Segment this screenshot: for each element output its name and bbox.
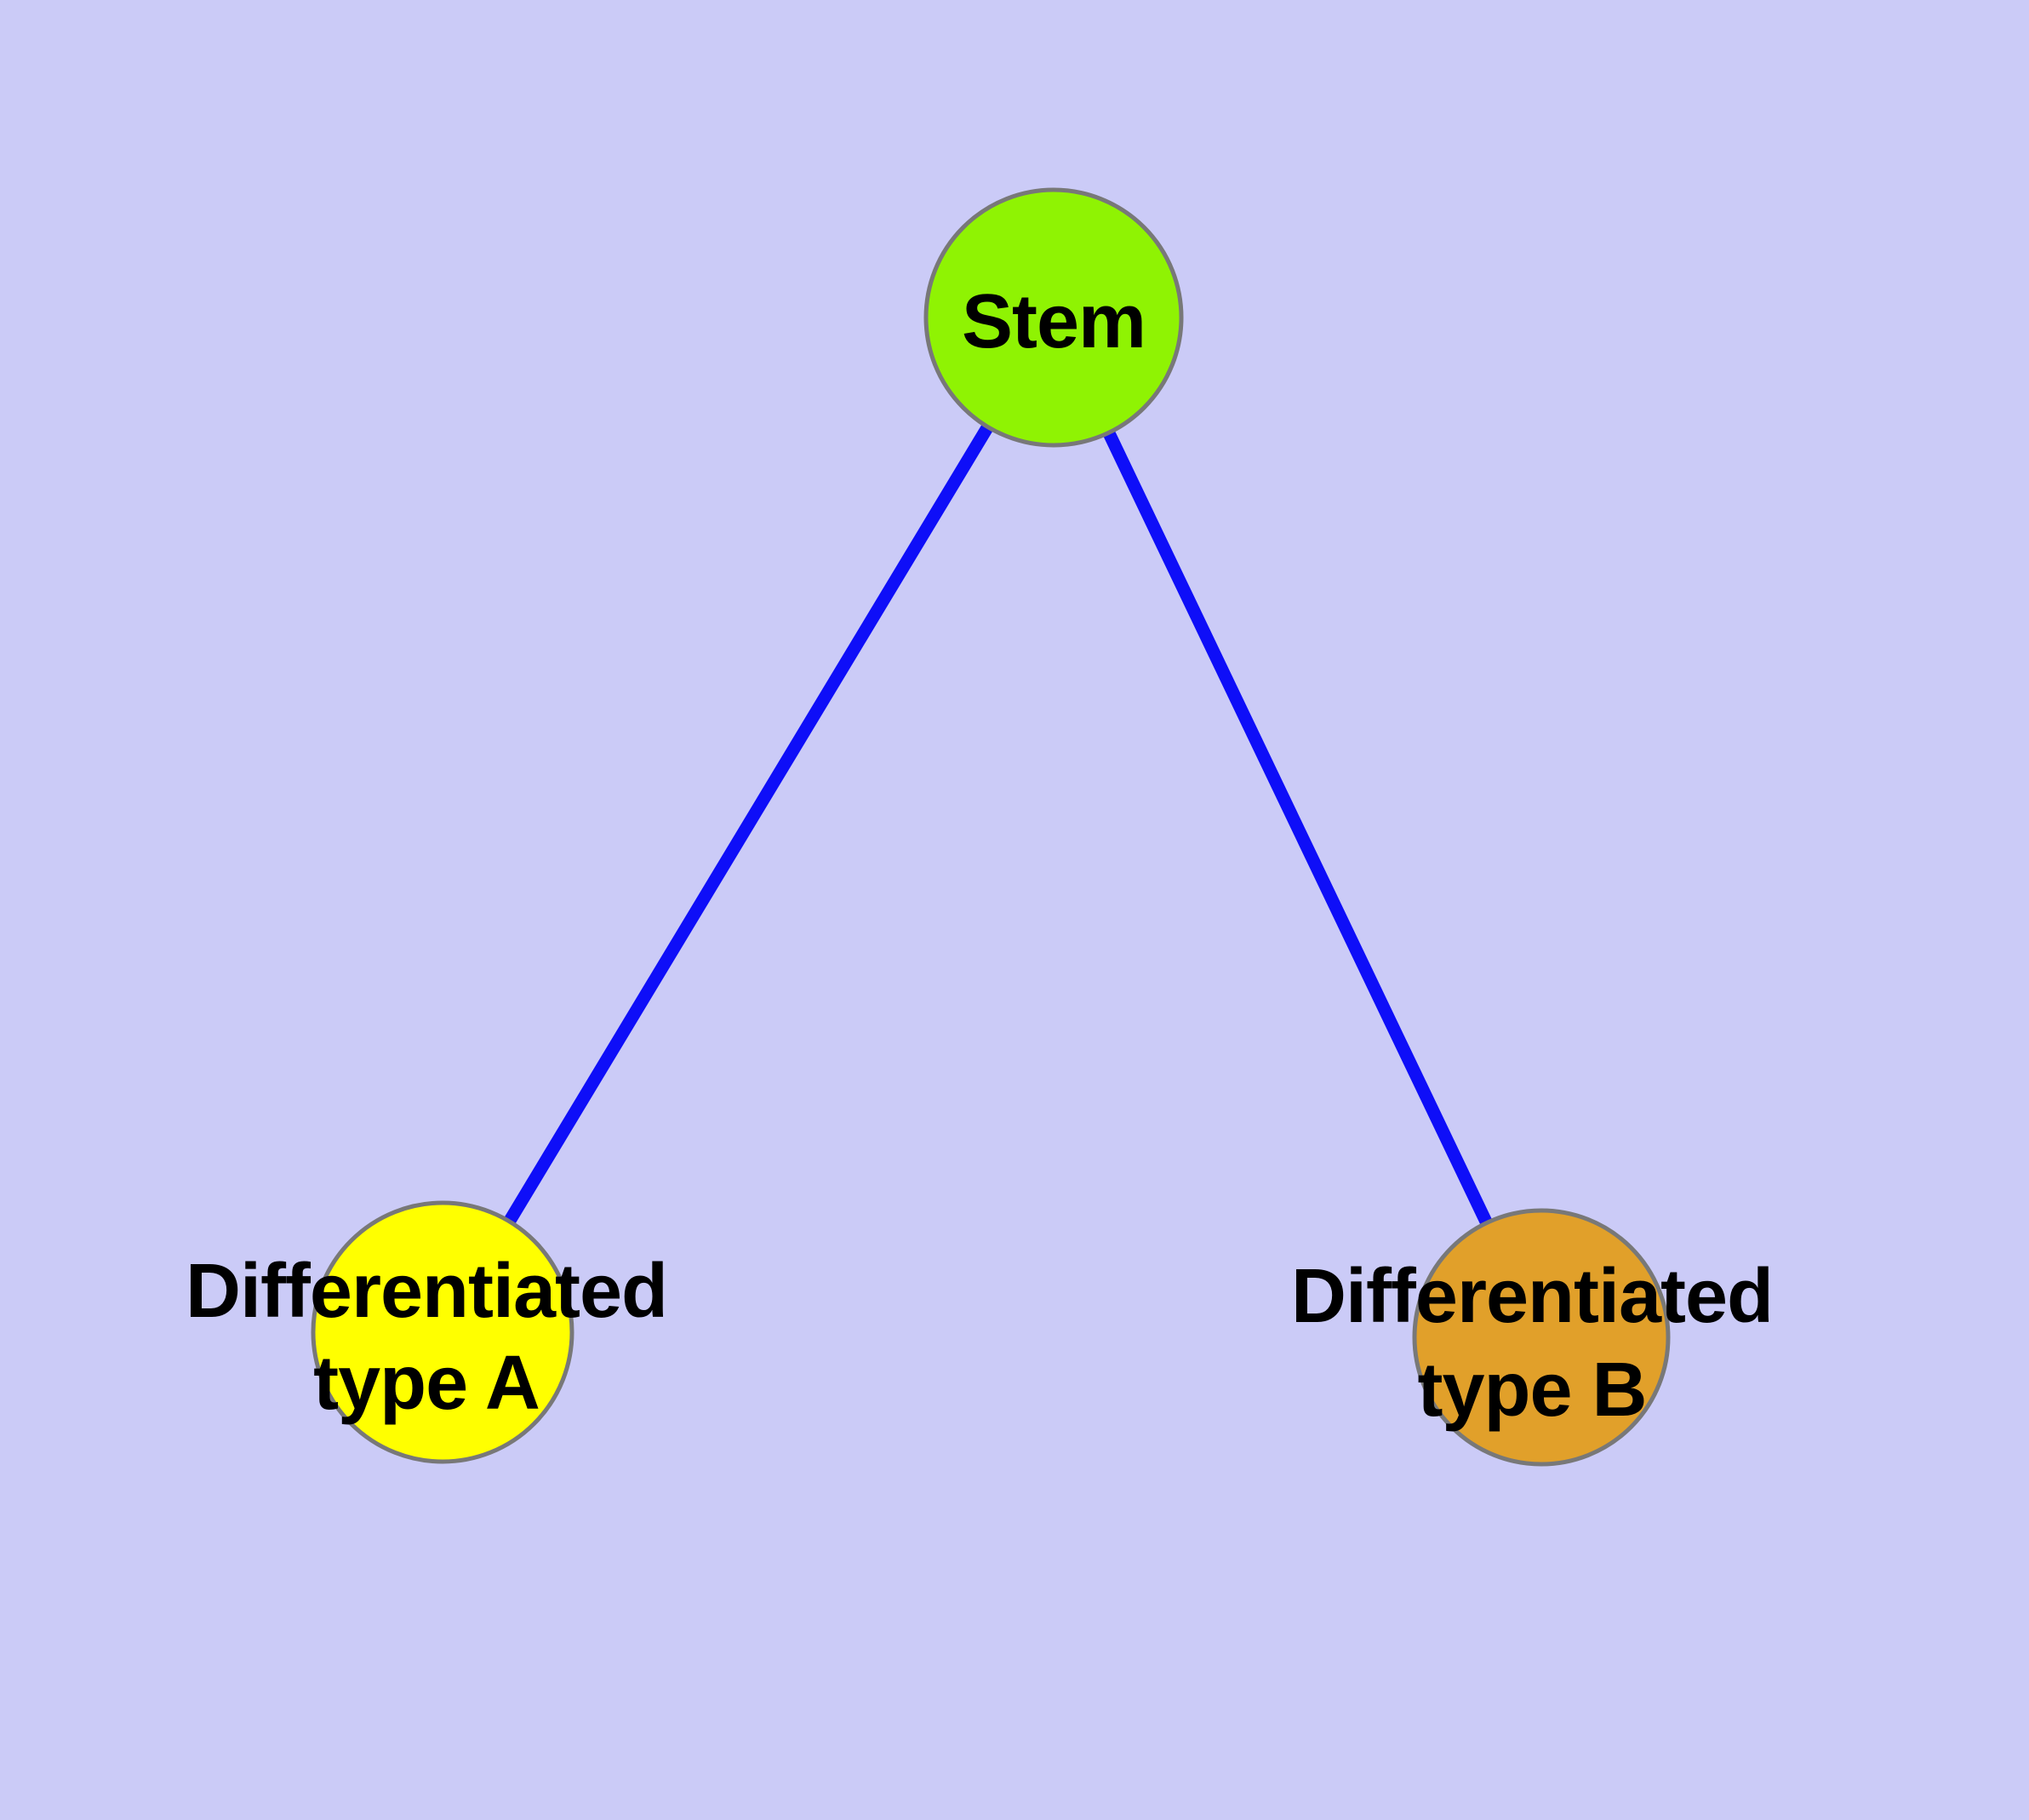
node-type-a-label-line2: type A <box>313 1341 540 1426</box>
edge-stem-to-type-b <box>1048 314 1547 1341</box>
node-type-b-label-line1: Differentiated <box>1291 1254 1773 1339</box>
node-type-b-label-line2: type B <box>1417 1348 1646 1433</box>
node-type-a-label-line1: Differentiated <box>186 1249 667 1334</box>
node-stem-label: Stem <box>962 279 1146 364</box>
node-differentiated-type-b <box>1412 1208 1671 1467</box>
node-stem <box>923 187 1184 448</box>
node-differentiated-type-a <box>311 1200 574 1464</box>
edge-stem-to-type-a <box>437 314 1060 1336</box>
